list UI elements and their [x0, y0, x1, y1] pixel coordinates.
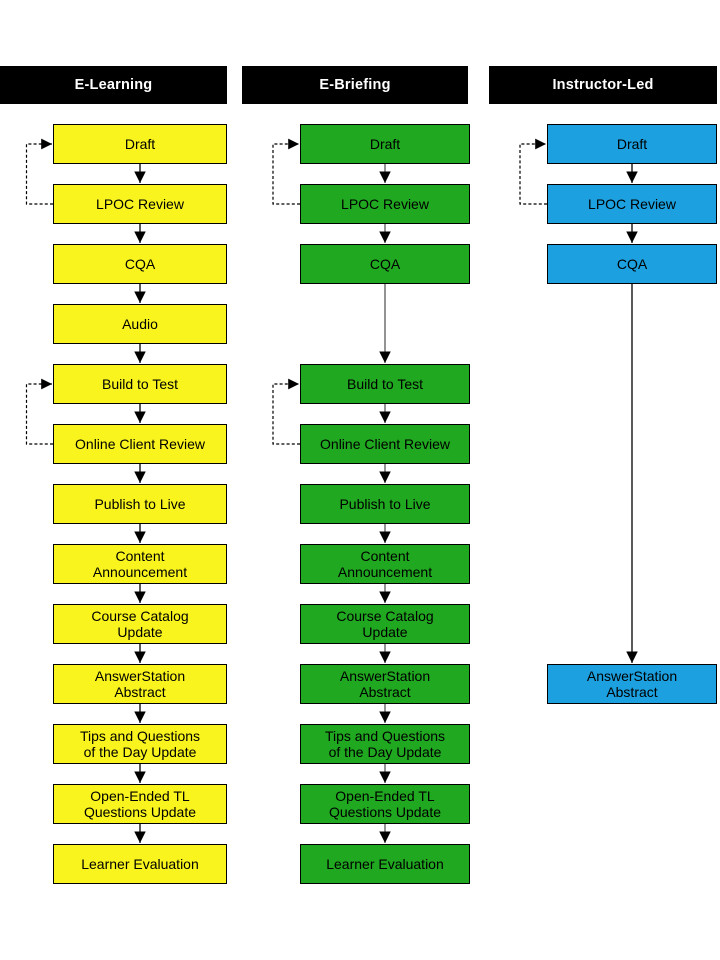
step-box-eb-learner-evaluation: Learner Evaluation: [300, 844, 470, 884]
step-box-el-open-ended-tl-update: Open-Ended TL Questions Update: [53, 784, 227, 824]
step-box-eb-online-client-review: Online Client Review: [300, 424, 470, 464]
step-box-el-learner-evaluation: Learner Evaluation: [53, 844, 227, 884]
step-box-eb-publish-to-live: Publish to Live: [300, 484, 470, 524]
step-box-el-draft: Draft: [53, 124, 227, 164]
step-box-il-lpoc-review: LPOC Review: [547, 184, 717, 224]
step-box-el-cqa: CQA: [53, 244, 227, 284]
column-header-instructor-led: Instructor-Led: [489, 66, 717, 104]
step-box-el-online-client-review: Online Client Review: [53, 424, 227, 464]
step-box-el-answerstation-abstract: AnswerStation Abstract: [53, 664, 227, 704]
step-box-eb-tips-questions-update: Tips and Questions of the Day Update: [300, 724, 470, 764]
loop-eb-lpoc-draft: [272, 138, 300, 205]
step-box-eb-build-to-test: Build to Test: [300, 364, 470, 404]
step-box-el-course-catalog-update: Course Catalog Update: [53, 604, 227, 644]
step-box-el-build-to-test: Build to Test: [53, 364, 227, 404]
step-box-eb-draft: Draft: [300, 124, 470, 164]
step-box-el-publish-to-live: Publish to Live: [53, 484, 227, 524]
step-box-eb-content-announcement: Content Announcement: [300, 544, 470, 584]
column-header-e-briefing: E-Briefing: [242, 66, 468, 104]
column-header-e-learning: E-Learning: [0, 66, 227, 104]
loop-el-ocr-build: [25, 378, 53, 445]
step-box-il-answerstation-abstract: AnswerStation Abstract: [547, 664, 717, 704]
loop-eb-ocr-build: [272, 378, 300, 445]
step-box-il-cqa: CQA: [547, 244, 717, 284]
step-box-el-lpoc-review: LPOC Review: [53, 184, 227, 224]
step-box-il-draft: Draft: [547, 124, 717, 164]
loop-el-lpoc-draft: [25, 138, 53, 205]
step-box-el-content-announcement: Content Announcement: [53, 544, 227, 584]
step-box-el-tips-questions-update: Tips and Questions of the Day Update: [53, 724, 227, 764]
step-box-eb-cqa: CQA: [300, 244, 470, 284]
step-box-eb-open-ended-tl-update: Open-Ended TL Questions Update: [300, 784, 470, 824]
loop-il-lpoc-draft: [519, 138, 547, 205]
step-box-el-audio: Audio: [53, 304, 227, 344]
step-box-eb-course-catalog-update: Course Catalog Update: [300, 604, 470, 644]
step-box-eb-answerstation-abstract: AnswerStation Abstract: [300, 664, 470, 704]
step-box-eb-lpoc-review: LPOC Review: [300, 184, 470, 224]
